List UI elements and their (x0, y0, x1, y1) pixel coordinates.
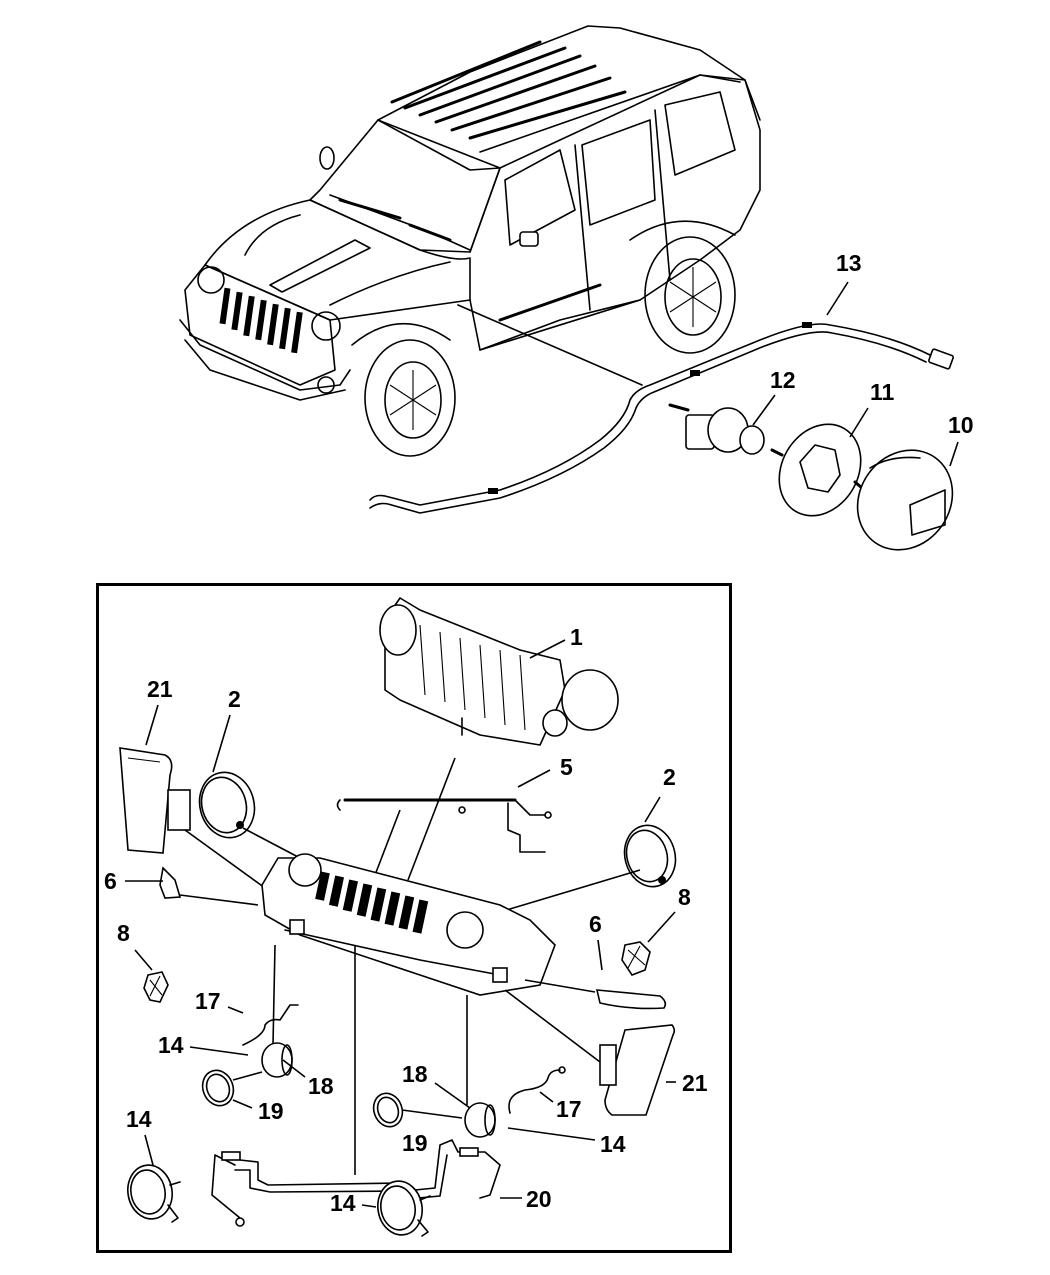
vehicle-wheel-rear (629, 220, 736, 354)
leader-2-right (644, 796, 661, 823)
vehicle-wheel-front (351, 322, 456, 457)
callout-21-right: 21 (682, 1070, 708, 1096)
vehicle-to-assembly-leader (457, 304, 643, 386)
retainer-clip-right (621, 941, 651, 976)
leader-8-right (647, 911, 676, 943)
leader-14-b (507, 1127, 596, 1141)
fog-lamp-wiring-harness (211, 1139, 501, 1227)
callout-5: 5 (560, 754, 573, 780)
callout-14-b: 14 (600, 1131, 626, 1157)
callout-19-right: 19 (402, 1130, 428, 1156)
callout-6-left: 6 (104, 868, 117, 894)
headlamp-right (623, 824, 677, 888)
park-turn-lamp-left (119, 747, 191, 854)
leader-21-right-to-fascia (504, 989, 601, 1063)
callout-17-left: 17 (195, 988, 221, 1014)
callout-12: 12 (770, 367, 796, 393)
dash-12-11 (770, 448, 784, 457)
leader-1 (529, 639, 566, 659)
leader-2-left (212, 714, 231, 773)
lamp-socket (668, 403, 765, 455)
callout-21-left: 21 (147, 676, 173, 702)
lamp-gasket (778, 423, 862, 517)
side-marker-wiring-harness (369, 322, 954, 514)
leader-5-to-fascia (374, 809, 401, 876)
fog-lamp-bottom-left (127, 1164, 181, 1223)
leader-14-d (361, 1204, 377, 1208)
leader-13 (826, 281, 849, 316)
vehicle-body-side (469, 74, 761, 351)
fog-lamp-bulb-left (261, 1042, 293, 1078)
fog-lamp-ring-left (201, 1069, 235, 1107)
leader-19-left-to-bulb (232, 1071, 263, 1081)
callout-11: 11 (870, 379, 895, 405)
vehicle-front (179, 264, 351, 401)
fog-lamp-bottom-center (377, 1180, 431, 1237)
leader-19-left (232, 1099, 253, 1109)
callout-20: 20 (526, 1186, 552, 1212)
mirror-left (319, 146, 335, 170)
leader-11 (849, 407, 869, 438)
front-fascia (261, 853, 556, 996)
callout-19-left: 19 (258, 1098, 284, 1124)
leader-21-left (145, 704, 159, 746)
callout-18-right: 18 (402, 1061, 428, 1087)
headlamp-left (198, 771, 256, 839)
leader-19-right-to-bulb (401, 1109, 463, 1119)
fog-left-drop-line (272, 944, 276, 1046)
callout-17-right: 17 (556, 1096, 582, 1122)
leader-14-a (189, 1046, 249, 1056)
fog-lamp-jumper-left (242, 1004, 299, 1046)
lamp-bezel-left (159, 866, 182, 899)
callout-2-right: 2 (663, 764, 676, 790)
leader-18-right (434, 1082, 471, 1109)
leader-6-right-to-fascia (524, 979, 596, 993)
leader-17-right (539, 1091, 554, 1103)
inset-frame (96, 583, 732, 1253)
callout-18-left: 18 (308, 1073, 334, 1099)
leader-2-right-to-fascia (489, 869, 641, 916)
leader-14-c (144, 1134, 154, 1166)
headlamp-wiring-harness (336, 798, 552, 853)
callout-14-a: 14 (158, 1032, 184, 1058)
side-repeater-lamp (856, 449, 954, 551)
fog-lamp-ring-right (372, 1092, 404, 1128)
leader-21-left-to-fascia (184, 829, 266, 889)
leader-6-right (597, 939, 603, 971)
leader-6-left-to-fascia (179, 894, 259, 906)
leader-1-to-fascia (407, 757, 456, 881)
grille-opening-reinforcement (379, 597, 619, 746)
leader-10 (949, 441, 959, 467)
callout-2-left: 2 (228, 686, 241, 712)
leader-8-left (134, 949, 153, 971)
retainer-clip-left (143, 971, 169, 1003)
vehicle-hood (204, 199, 471, 321)
callout-6-right: 6 (589, 911, 602, 937)
lamp-bezel-right (595, 989, 667, 1010)
leader-18-left (282, 1059, 306, 1078)
callout-8-left: 8 (117, 920, 130, 946)
callout-14-d: 14 (330, 1190, 356, 1216)
callout-14-c: 14 (126, 1106, 152, 1132)
leader-5 (517, 769, 551, 788)
callout-13: 13 (836, 250, 862, 276)
callout-10: 10 (948, 412, 974, 438)
fog-lamp-bulb-right (464, 1102, 496, 1138)
park-turn-lamp-right (599, 1024, 676, 1116)
leader-2-left-to-fascia (242, 827, 301, 859)
callout-1: 1 (570, 624, 583, 650)
leader-17-left (227, 1006, 244, 1014)
callout-8-right: 8 (678, 884, 691, 910)
vehicle-illustration (179, 25, 959, 551)
fog-lamp-jumper-right (508, 1066, 566, 1114)
leader-12 (752, 394, 776, 426)
